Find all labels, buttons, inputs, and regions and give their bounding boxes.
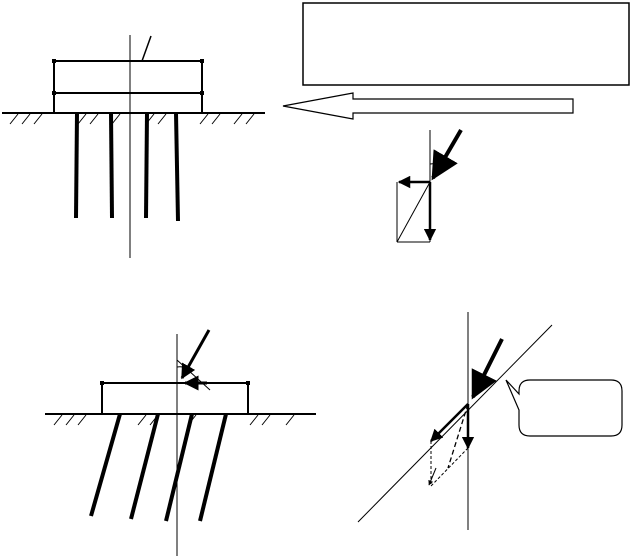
ground-hatching <box>53 414 295 426</box>
resultant-force-arrow <box>431 128 463 181</box>
battered-pile <box>164 413 194 522</box>
battered-pile <box>198 413 228 522</box>
pile <box>109 112 114 219</box>
callout-right-bubble <box>505 379 623 437</box>
parallelogram-diagonal <box>396 181 431 243</box>
battered-pile <box>89 413 122 517</box>
callout-top <box>282 2 630 120</box>
callout-pointer-arrow <box>282 92 574 120</box>
pile-cap-corner-marks <box>100 381 250 385</box>
pile <box>74 112 79 219</box>
callout-top-box <box>302 2 630 86</box>
pile-cap <box>53 60 203 114</box>
construction-arrow <box>428 467 437 486</box>
panel-vertical-piles <box>2 35 265 258</box>
pile-cap <box>101 382 249 415</box>
construction-edge <box>430 447 469 487</box>
panel-pile-axis-decomposition <box>357 312 553 530</box>
angle-arc <box>176 366 187 370</box>
ground-hatching <box>9 113 255 125</box>
inclined-load-arrow <box>180 329 211 380</box>
construction-diagonal <box>447 403 469 469</box>
panel-force-decomposition <box>396 128 463 243</box>
panel-inclined-piles <box>45 329 316 556</box>
pile <box>174 112 180 222</box>
callout-right <box>505 379 623 437</box>
pile-direction-guide <box>176 359 211 391</box>
axial-component-arrow <box>430 403 469 442</box>
resultant-force-arrow <box>471 338 504 400</box>
pile-axis-line <box>357 324 553 523</box>
pile <box>144 112 149 219</box>
pile-cap-corner-marks <box>52 59 204 95</box>
angle-arc <box>429 163 441 167</box>
inclined-load-line <box>141 35 152 62</box>
battered-pile <box>129 413 160 520</box>
